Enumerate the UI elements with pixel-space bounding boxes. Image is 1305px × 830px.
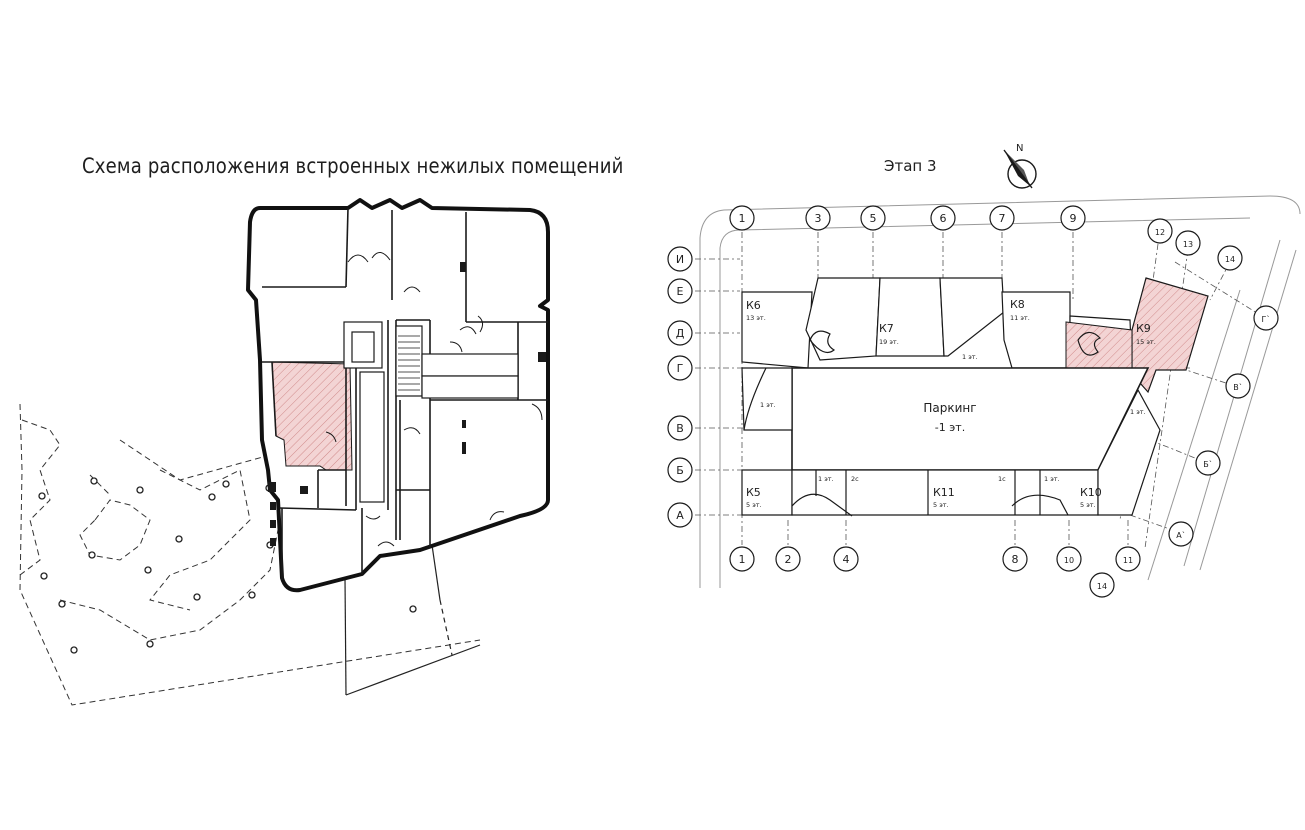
grid-label-top-6: 6 (940, 212, 947, 225)
highlighted-premise-k9-lower (1065, 321, 1133, 369)
grid-label-I: И (676, 253, 684, 266)
grid-label-B: Б (676, 464, 684, 477)
grid-label-bottom-11: 11 (1123, 556, 1133, 565)
section-k6-name: К6 (746, 299, 761, 312)
road-edges (699, 195, 1301, 588)
grid-label-bottom-1: 1 (739, 553, 746, 566)
lower-blocks (741, 367, 1161, 516)
floor-tags: 1 эт. 1 эт. 1 эт. 1 эт. 2с 1с 1 эт. (760, 353, 1146, 483)
section-k5-floors: 5 эт. (746, 501, 762, 509)
section-k7-name: К7 (879, 322, 894, 335)
site-plan-right: 1 3 5 6 7 9 12 13 14 1 2 4 8 10 11 (667, 143, 1301, 598)
parking-level: -1 эт. (935, 421, 965, 434)
columns (268, 262, 546, 546)
top-grid-labels: 1 3 5 6 7 9 12 13 14 (739, 212, 1236, 264)
floor-tag: 1 эт. (1044, 475, 1060, 483)
section-k8-name: К8 (1010, 298, 1025, 311)
grid-label-top-3: 3 (815, 212, 822, 225)
floor-tag: 2с (851, 475, 859, 483)
top-grid-circles (729, 205, 1243, 271)
grid-label-bottom-4: 4 (843, 553, 850, 566)
floor-tag: 1 эт. (962, 353, 978, 361)
grid-label-G-prime: Г` (1262, 314, 1271, 324)
section-k7-floors: 19 эт. (879, 338, 899, 346)
parking-outline (791, 367, 1150, 471)
bottom-grid-labels: 1 2 4 8 10 11 14 (739, 553, 1134, 591)
grid-label-A: А (676, 509, 684, 522)
section-k5-name: К5 (746, 486, 761, 499)
landscape-trees (38, 477, 417, 654)
grid-label-top-5: 5 (870, 212, 877, 225)
grid-label-top-9: 9 (1070, 212, 1077, 225)
section-k9-name: К9 (1136, 322, 1151, 335)
door-swings (325, 252, 543, 547)
floor-tag: 1 эт. (1130, 408, 1146, 416)
grid-label-B-prime: Б` (1203, 459, 1213, 469)
landscape-area (19, 403, 481, 706)
page-title: Схема расположения встроенных нежилых по… (82, 154, 624, 178)
grid-label-top-14: 14 (1225, 255, 1235, 264)
section-labels: К6 13 эт. К7 19 эт. К8 11 эт. К9 15 эт. … (746, 298, 1156, 509)
left-grid-labels: И Е Д Г В Б А (676, 253, 685, 522)
grid-label-E: Е (677, 285, 684, 298)
grid-label-bottom-2: 2 (785, 553, 792, 566)
grid-label-bottom-14: 14 (1097, 582, 1107, 591)
grid-label-V-prime: В` (1233, 382, 1243, 392)
stage-label: Этап 3 (884, 157, 937, 175)
grid-label-V: В (676, 422, 684, 435)
floor-tag: 1 эт. (760, 401, 776, 409)
section-k6-floors: 13 эт. (746, 314, 766, 322)
section-k8-floors: 11 эт. (1010, 314, 1030, 322)
highlighted-premise-left (271, 361, 353, 471)
grid-label-A-prime: А` (1176, 530, 1185, 540)
north-arrow-icon: N (1003, 143, 1037, 189)
stair-lines (398, 335, 420, 391)
grid-label-top-1: 1 (739, 212, 746, 225)
ramps (743, 330, 1102, 517)
parking-label: Паркинг (923, 401, 976, 415)
section-k9-floors: 15 эт. (1136, 338, 1156, 346)
section-k10-name: К10 (1080, 486, 1102, 499)
floor-tag: 1 эт. (818, 475, 834, 483)
grid-label-G: Г (677, 362, 684, 375)
section-k11-name: К11 (933, 486, 955, 499)
floor-plan-left (19, 198, 550, 706)
grid-label-top-12: 12 (1155, 228, 1165, 237)
section-k10-floors: 5 эт. (1080, 501, 1096, 509)
grid-label-top-7: 7 (999, 212, 1006, 225)
bottom-grid-circles (729, 546, 1141, 598)
floor-tag: 1с (998, 475, 1006, 483)
section-k11-floors: 5 эт. (933, 501, 949, 509)
grid-label-top-13: 13 (1183, 240, 1193, 249)
north-label: N (1016, 143, 1023, 154)
grid-label-D: Д (676, 327, 685, 340)
right-grid-circles (1168, 305, 1279, 547)
grid-label-bottom-10: 10 (1064, 556, 1074, 565)
right-grid-labels: Г` В` Б` А` (1176, 314, 1270, 540)
grid-label-bottom-8: 8 (1012, 553, 1019, 566)
left-grid-circles (667, 246, 693, 528)
